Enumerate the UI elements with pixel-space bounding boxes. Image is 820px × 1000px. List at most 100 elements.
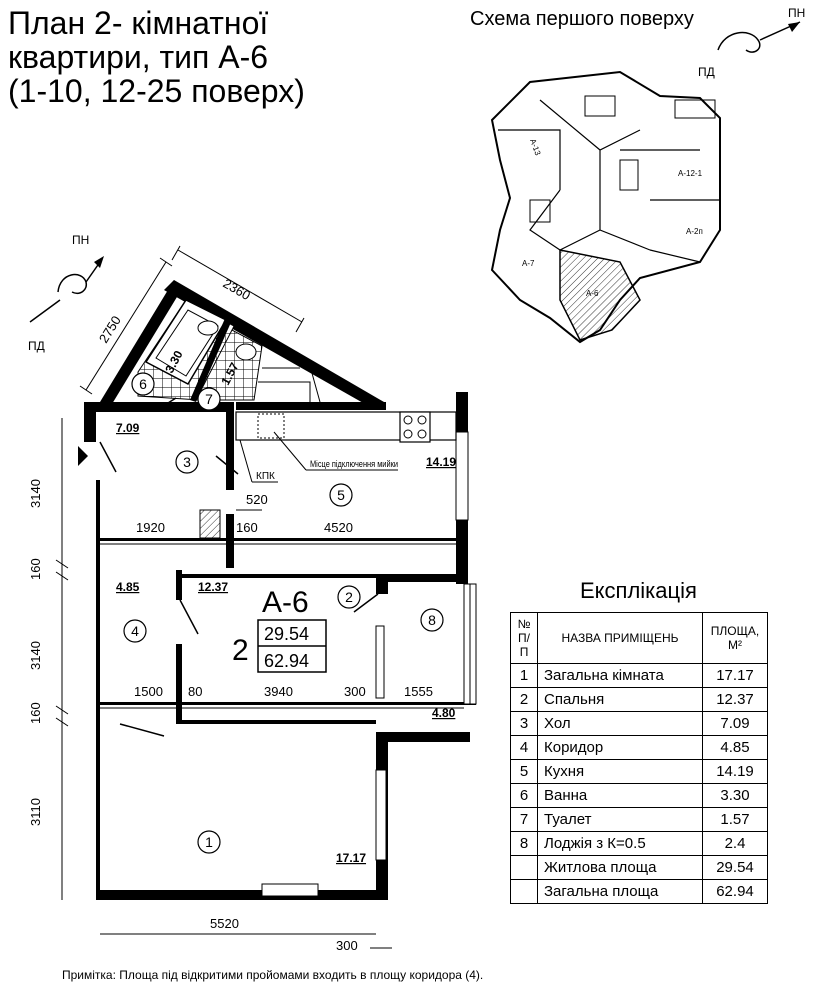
dim-v160a: 160 (28, 558, 43, 580)
row-area: 12.37 (702, 687, 768, 712)
schema-north-label: ПН (788, 6, 805, 20)
schema-compass: ПН ПД (698, 6, 805, 79)
row-num (510, 855, 538, 880)
header-name: НАЗВА ПРИМІЩЕНЬ (537, 612, 703, 664)
dim-300a: 300 (344, 684, 366, 699)
room-area-2: 12.37 (198, 580, 228, 594)
sink-connection-label: Місце підключення мийки (310, 459, 398, 469)
plan-type-label: А-6 (262, 586, 309, 619)
title-line-2: квартири, тип А-6 (8, 39, 269, 75)
dim-v3140a: 3140 (28, 479, 43, 508)
row-num: 6 (510, 783, 538, 808)
dim-2360: 2360 (221, 276, 254, 303)
row-num: 3 (510, 711, 538, 736)
row-name: Загальна площа (537, 879, 703, 904)
row-name: Ванна (537, 783, 703, 808)
room-area-3: 7.09 (116, 421, 140, 435)
row-area: 1.57 (702, 807, 768, 832)
schema-south-label: ПД (698, 65, 715, 79)
row-area: 17.17 (702, 663, 768, 688)
schema-label-a7: А-7 (522, 259, 535, 268)
room-number-7: 7 (205, 391, 213, 407)
schema-label-a6: А-6 (586, 289, 599, 298)
footnote: Примітка: Площа під відкритими пройомами… (62, 968, 484, 982)
room-number-2: 2 (345, 589, 353, 605)
row-name: Спальня (537, 687, 703, 712)
row-area: 62.94 (702, 879, 768, 904)
row-name: Загальна кімната (537, 663, 703, 688)
dim-v160b: 160 (28, 702, 43, 724)
schema-label-a2p: А-2п (686, 227, 703, 236)
apartment-plan: 1 2 3 4 5 6 7 8 17.17 12.37 7.09 4.85 14… (78, 280, 477, 900)
dimensions (55, 245, 464, 949)
row-num: 4 (510, 735, 538, 760)
row-area: 7.09 (702, 711, 768, 736)
room-number-3: 3 (183, 454, 191, 470)
row-num (510, 879, 538, 904)
plan-total-area: 62.94 (264, 651, 309, 671)
room-area-4: 4.85 (116, 580, 140, 594)
room-area-1: 17.17 (336, 851, 366, 865)
dim-300b: 300 (336, 938, 358, 953)
room-number-5: 5 (337, 487, 345, 503)
plan-compass: ПН ПД (28, 233, 104, 353)
row-num: 8 (510, 831, 538, 856)
row-num: 1 (510, 663, 538, 688)
dim-1500: 1500 (134, 684, 163, 699)
explication-header-row: № П/П НАЗВА ПРИМІЩЕНЬ ПЛОЩА, М² (510, 612, 768, 664)
plan-north-label: ПН (72, 233, 89, 247)
plan-living-area: 29.54 (264, 624, 309, 644)
row-name: Коридор (537, 735, 703, 760)
plan-title: План 2- кімнатної квартири, тип А-6 (1-1… (8, 6, 305, 108)
dim-v3110: 3110 (28, 798, 43, 826)
dim-520: 520 (246, 492, 268, 507)
dim-160a: 160 (236, 520, 258, 535)
dim-80: 80 (188, 684, 202, 699)
dim-v3140b: 3140 (28, 641, 43, 670)
row-num: 2 (510, 687, 538, 712)
dim-1920: 1920 (136, 520, 165, 535)
row-num: 7 (510, 807, 538, 832)
room-number-6: 6 (139, 376, 147, 392)
row-area: 4.85 (702, 735, 768, 760)
schema-label-a12: А-12-1 (678, 169, 703, 178)
row-name: Хол (537, 711, 703, 736)
plan-south-label: ПД (28, 339, 45, 353)
room-area-5: 14.19 (426, 455, 456, 469)
row-area: 29.54 (702, 855, 768, 880)
row-name: Туалет (537, 807, 703, 832)
room-area-8: 4.80 (432, 706, 456, 720)
room-number-4: 4 (131, 623, 139, 639)
room-number-8: 8 (428, 612, 436, 628)
room-number-1: 1 (205, 834, 213, 850)
title-line-1: План 2- кімнатної (8, 5, 269, 41)
explication-title: Експлікація (580, 578, 697, 603)
header-area: ПЛОЩА, М² (702, 612, 768, 664)
row-name: Лоджія з К=0.5 (537, 831, 703, 856)
dim-2750: 2750 (96, 313, 124, 345)
dim-1555: 1555 (404, 684, 433, 699)
row-area: 2.4 (702, 831, 768, 856)
row-name: Житлова площа (537, 855, 703, 880)
first-floor-schema: А-13 А-12-1 А-2п А-7 А-6 (490, 70, 721, 344)
row-area: 3.30 (702, 783, 768, 808)
dim-4520: 4520 (324, 520, 353, 535)
row-name: Кухня (537, 759, 703, 784)
row-area: 14.19 (702, 759, 768, 784)
kpk-label: КПК (256, 471, 275, 482)
dim-3940: 3940 (264, 684, 293, 699)
title-line-3: (1-10, 12-25 поверх) (8, 73, 305, 109)
plan-rooms-count: 2 (232, 634, 249, 667)
